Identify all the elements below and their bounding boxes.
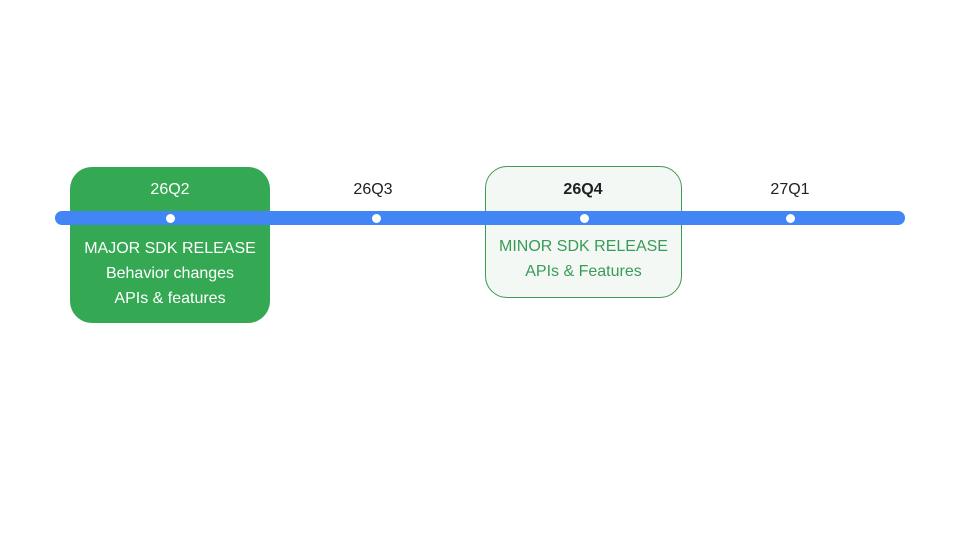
quarter-label-26q2: 26Q2 (150, 181, 190, 198)
quarter-label-26q3: 26Q3 (353, 181, 393, 198)
major-release-line: Behavior changes (105, 265, 235, 282)
major-release-description: MAJOR SDK RELEASE Behavior changes APIs … (70, 236, 270, 311)
timeline-marker-26q4 (579, 214, 589, 223)
minor-release-line: APIs & Features (525, 263, 642, 280)
major-release-title: MAJOR SDK RELEASE (84, 240, 256, 257)
major-release-line: APIs & features (114, 290, 226, 307)
timeline-marker-26q3 (371, 214, 381, 223)
timeline-marker-26q2 (165, 214, 175, 223)
timeline-track (55, 211, 905, 225)
minor-release-description: MINOR SDK RELEASE APIs & Features (485, 234, 682, 284)
quarter-label-26q4: 26Q4 (563, 181, 603, 198)
quarter-label-27q1: 27Q1 (770, 181, 810, 198)
major-release-box (70, 167, 270, 323)
timeline-marker-27q1 (785, 214, 795, 223)
minor-release-box (485, 166, 682, 298)
minor-release-title: MINOR SDK RELEASE (499, 238, 668, 255)
